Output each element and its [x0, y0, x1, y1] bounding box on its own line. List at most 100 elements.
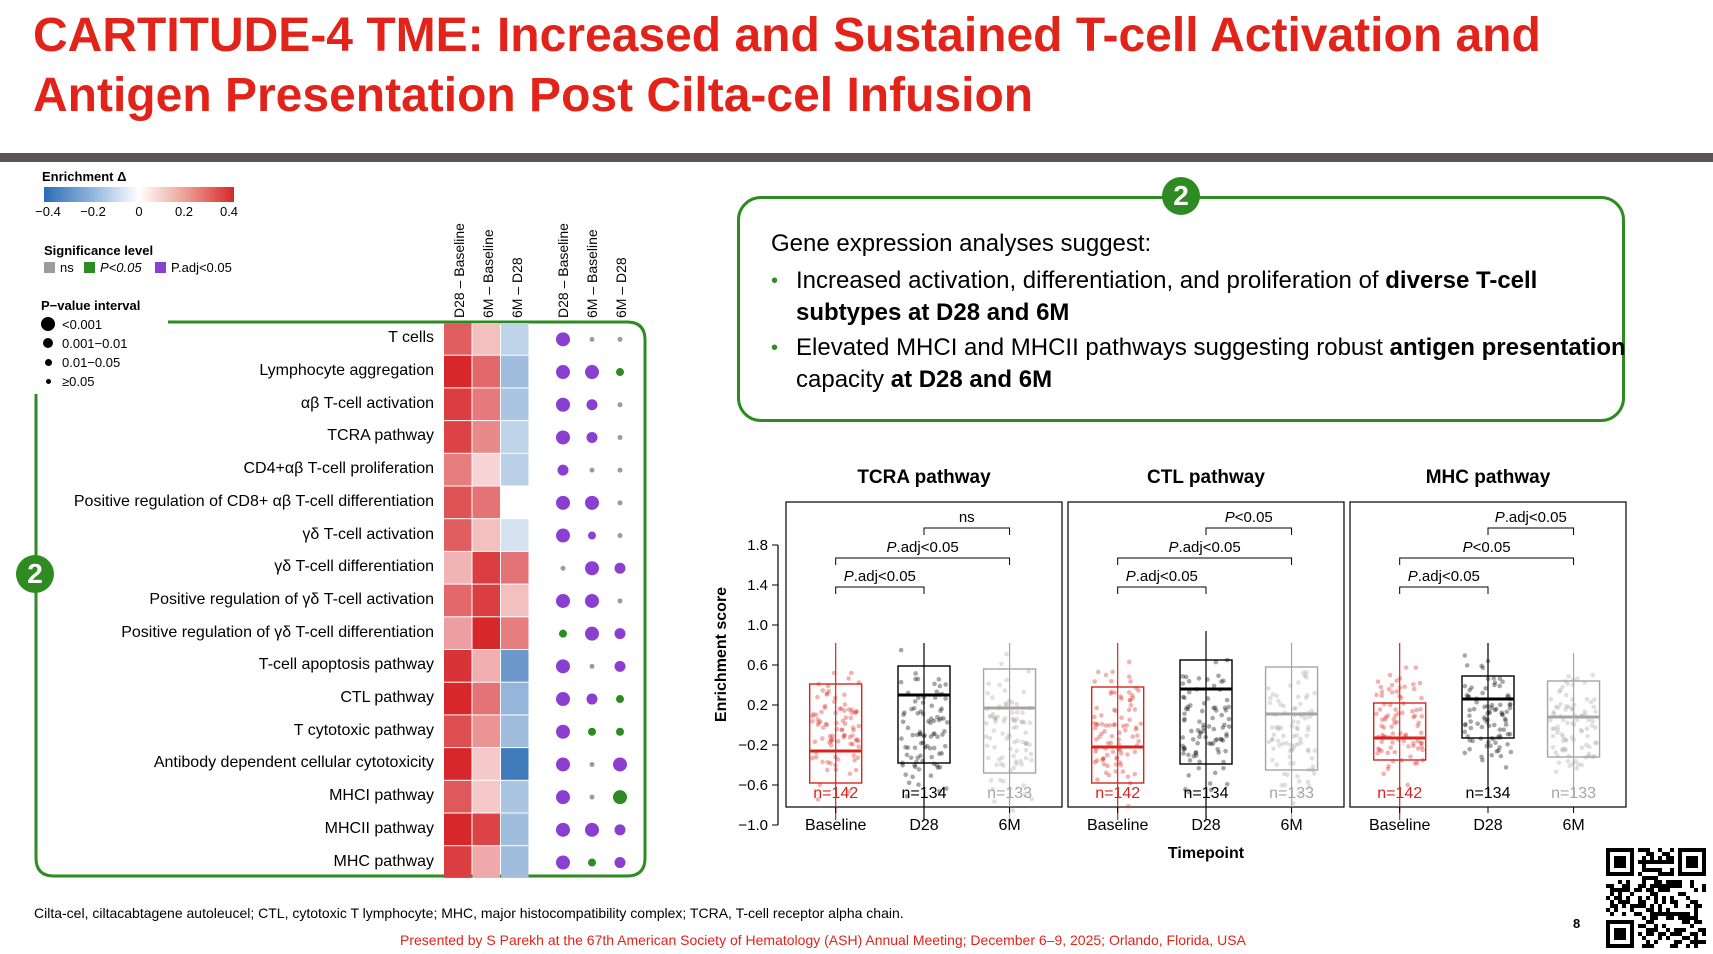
data-point [1226, 716, 1232, 722]
data-point [1462, 683, 1468, 689]
n-label: n=133 [1269, 785, 1314, 802]
data-point [1593, 709, 1598, 714]
data-point [1553, 750, 1559, 755]
data-point [1497, 683, 1502, 689]
heatmap-cell [472, 388, 500, 421]
significance-dot [617, 500, 623, 506]
data-point [1559, 747, 1565, 753]
data-point [1205, 696, 1211, 701]
data-point [1578, 728, 1584, 733]
significance-dot [556, 822, 570, 837]
significance-dot [613, 790, 627, 805]
significance-dot [556, 430, 570, 445]
data-point [850, 733, 855, 738]
heatmap-cell [472, 584, 500, 617]
data-point [1560, 734, 1566, 740]
data-point [1113, 769, 1119, 774]
significance-dot [589, 761, 595, 767]
data-point [1095, 777, 1100, 782]
data-point [1413, 665, 1419, 671]
data-point [914, 732, 920, 738]
data-point [1110, 749, 1116, 755]
data-point [842, 708, 847, 713]
data-point [1555, 705, 1561, 710]
data-point [1130, 695, 1136, 701]
enrichment-tick: 0.4 [219, 204, 239, 219]
data-point [1181, 718, 1187, 723]
ns-label: ns [60, 260, 74, 275]
data-point [819, 736, 825, 741]
data-point [851, 727, 856, 733]
data-point [1480, 757, 1485, 763]
data-point [1208, 741, 1214, 747]
data-point [856, 744, 861, 750]
data-point [1565, 720, 1570, 726]
bullet-2-text: capacity [796, 366, 891, 393]
heatmap-cell [501, 355, 529, 388]
significance-dot [556, 397, 570, 412]
data-point [1548, 718, 1553, 723]
data-point [1417, 680, 1423, 686]
data-point [811, 711, 816, 717]
data-point [1491, 722, 1497, 728]
data-point [928, 720, 933, 726]
data-point [991, 728, 997, 733]
heatmap-cell [501, 453, 529, 486]
data-point [1309, 755, 1315, 761]
data-point [1124, 723, 1130, 728]
data-point [1548, 696, 1554, 702]
data-point [1573, 759, 1578, 764]
data-point [1402, 684, 1408, 690]
data-point [911, 705, 917, 711]
significance-dot [585, 822, 599, 837]
data-point [1419, 744, 1424, 749]
data-point [1403, 732, 1409, 738]
significance-dot [589, 336, 595, 342]
data-point [1412, 713, 1418, 719]
data-point [834, 720, 839, 726]
data-point [825, 767, 830, 773]
boxplot-panel-title: TCRA pathway [857, 467, 991, 488]
data-point [1276, 698, 1281, 704]
data-point [998, 777, 1003, 783]
data-point [1394, 678, 1399, 683]
data-point [924, 743, 930, 749]
data-point [827, 740, 832, 745]
data-point [1023, 741, 1029, 747]
data-point [1011, 717, 1017, 723]
x-tick-label: Baseline [1369, 817, 1430, 834]
data-point [999, 661, 1004, 667]
significance-dot [556, 855, 570, 870]
data-point [1306, 749, 1311, 754]
data-point [1223, 708, 1229, 713]
data-point [1297, 779, 1302, 784]
data-point [828, 738, 834, 744]
data-point [1503, 718, 1508, 723]
data-point [1467, 687, 1472, 693]
data-point [936, 677, 942, 682]
data-point [1383, 714, 1389, 720]
data-point [1590, 672, 1596, 678]
data-point [1592, 753, 1597, 759]
data-point [1119, 715, 1124, 721]
data-point [1574, 717, 1580, 723]
data-point [904, 752, 910, 758]
data-point [1021, 689, 1027, 695]
data-point [1002, 688, 1008, 693]
data-point [905, 745, 911, 750]
data-point [1095, 669, 1101, 675]
data-point [987, 714, 992, 719]
data-point [1197, 719, 1202, 724]
data-point [932, 681, 937, 687]
significance-dot [614, 562, 626, 574]
data-point [1008, 768, 1013, 773]
data-point [835, 739, 841, 744]
data-point [1463, 722, 1468, 728]
bullet-dot: • [771, 270, 779, 292]
x-tick-label: 6M [1280, 817, 1302, 834]
comparison-bracket [1117, 557, 1293, 565]
data-point [1503, 765, 1509, 770]
box [1264, 666, 1319, 771]
data-point [848, 715, 854, 721]
data-point [1195, 728, 1201, 733]
